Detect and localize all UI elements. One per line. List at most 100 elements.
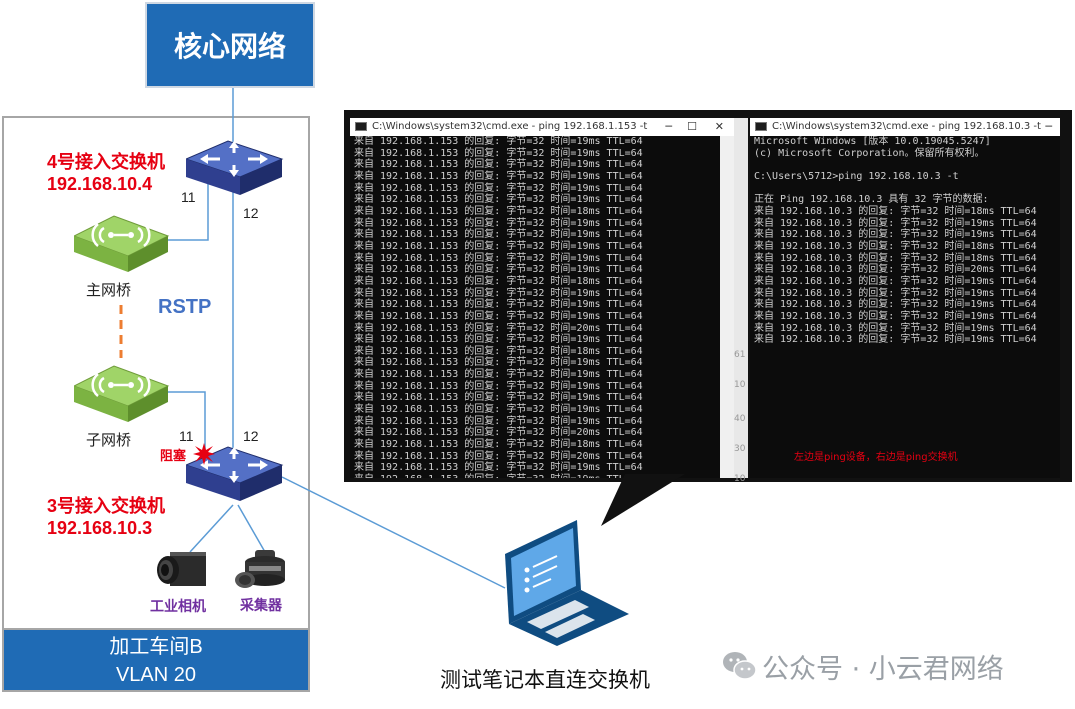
switch-top-ip: 192.168.10.4 xyxy=(47,174,153,194)
sub-bridge-icon[interactable] xyxy=(74,360,170,428)
cmd-left-line: 来自 192.168.1.153 的回复: 字节=32 时间=19ms TTL=… xyxy=(354,369,643,381)
maximize-icon[interactable]: ☐ xyxy=(687,120,697,133)
callout-pointer xyxy=(601,474,685,526)
cmd-window-left[interactable]: C:\Windows\system32\cmd.exe - ping 192.1… xyxy=(350,118,734,478)
collector-label: 采集器 xyxy=(240,598,282,614)
camera-link xyxy=(189,504,234,553)
cmd-left-line: 来自 192.168.1.153 的回复: 字节=32 时间=19ms TTL=… xyxy=(354,287,643,299)
workshop-name: 加工车间B xyxy=(109,636,203,658)
cmd-left-line: 来自 192.168.1.153 的回复: 字节=32 时间=20ms TTL=… xyxy=(354,450,643,462)
cmd-left-titlebar[interactable]: C:\Windows\system32\cmd.exe - ping 192.1… xyxy=(350,118,734,136)
cmd-left-line: 来自 192.168.1.153 的回复: 字节=32 时间=19ms TTL=… xyxy=(354,170,643,182)
cmd-right-titlebar[interactable]: C:\Windows\system32\cmd.exe - ping 192.1… xyxy=(750,118,1060,136)
cmd-left-line: 来自 192.168.1.153 的回复: 字节=32 时间=19ms TTL=… xyxy=(354,299,643,311)
camera-icon[interactable] xyxy=(156,548,208,590)
cmd-left-line: 来自 192.168.1.153 的回复: 字节=32 时间=19ms TTL=… xyxy=(354,240,643,252)
laptop-icon[interactable] xyxy=(493,518,633,646)
cmd-right-line: 来自 192.168.10.3 的回复: 字节=32 时间=19ms TTL=6… xyxy=(754,287,1037,299)
rstp-label: RSTP xyxy=(158,296,212,318)
cmd-left-line: 来自 192.168.1.153 的回复: 字节=32 时间=18ms TTL=… xyxy=(354,205,643,217)
side-number: 40 xyxy=(734,414,746,424)
cmd-right-line xyxy=(754,183,1060,195)
cmd-window-right[interactable]: C:\Windows\system32\cmd.exe - ping 192.1… xyxy=(750,118,1060,478)
cmd-left-line: 来自 192.168.1.153 的回复: 字节=32 时间=19ms TTL=… xyxy=(354,392,643,404)
cmd-left-line: 来自 192.168.1.153 的回复: 字节=32 时间=19ms TTL=… xyxy=(354,264,643,276)
switch-top-name: 4号接入交换机 xyxy=(47,152,166,172)
cmd-left-line: 来自 192.168.1.153 的回复: 字节=32 时间=19ms TTL=… xyxy=(354,136,643,147)
cmd-left-line: 来自 192.168.1.153 的回复: 字节=32 时间=19ms TTL=… xyxy=(354,217,643,229)
cmd-note: 左边是ping设备，右边是ping交换机 xyxy=(794,452,958,463)
cmd-right-title: C:\Windows\system32\cmd.exe - ping 192.1… xyxy=(772,121,1041,132)
side-number: 10 xyxy=(734,474,746,484)
side-number: 10 xyxy=(734,380,746,390)
cmd-right-line: 来自 192.168.10.3 的回复: 字节=32 时间=19ms TTL=6… xyxy=(754,217,1037,229)
blocked-label: 阻塞 xyxy=(160,448,187,463)
cmd-left-line: 来自 192.168.1.153 的回复: 字节=32 时间=19ms TTL=… xyxy=(354,380,643,392)
cmd-right-line: 来自 192.168.10.3 的回复: 字节=32 时间=19ms TTL=6… xyxy=(754,229,1037,241)
side-number: 61 xyxy=(734,350,746,360)
cmd-icon xyxy=(355,122,367,131)
cmd-right-line: Microsoft Windows [版本 10.0.19045.5247] xyxy=(754,136,991,147)
collector-icon[interactable] xyxy=(233,548,299,592)
cmd-right-line: (c) Microsoft Corporation。保留所有权利。 xyxy=(754,147,985,159)
switch-bottom-port-12: 12 xyxy=(243,428,259,444)
cmd-left-line: 来自 192.168.1.153 的回复: 字节=32 时间=18ms TTL=… xyxy=(354,275,643,287)
blocked-port-icon xyxy=(193,443,215,465)
switch-bottom-port-11: 11 xyxy=(179,428,194,444)
cmd-icon-right xyxy=(755,122,767,131)
laptop-link xyxy=(281,476,506,589)
cmd-left-line: 来自 192.168.1.153 的回复: 字节=32 时间=19ms TTL=… xyxy=(354,357,643,369)
cmd-right-line: 来自 192.168.10.3 的回复: 字节=32 时间=18ms TTL=6… xyxy=(754,240,1037,252)
cmd-right-line: 正在 Ping 192.168.10.3 具有 32 字节的数据: xyxy=(754,194,989,206)
laptop-caption: 测试笔记本直连交换机 xyxy=(440,668,650,692)
core-network-box: 核心网络 xyxy=(145,2,315,88)
wechat-icon xyxy=(723,652,757,680)
cmd-left-line: 来自 192.168.1.153 的回复: 字节=32 时间=19ms TTL=… xyxy=(354,310,643,322)
main-bridge-link xyxy=(168,172,209,241)
cmd-left-scrollbar[interactable] xyxy=(720,136,734,478)
close-icon[interactable]: ✕ xyxy=(714,120,724,133)
camera-label: 工业相机 xyxy=(150,599,206,615)
cmd-left-line: 来自 192.168.1.153 的回复: 字节=32 时间=19ms TTL=… xyxy=(354,194,643,206)
cmd-right-line: 来自 192.168.10.3 的回复: 字节=32 时间=19ms TTL=6… xyxy=(754,322,1037,334)
cmd-right-line: 来自 192.168.10.3 的回复: 字节=32 时间=18ms TTL=6… xyxy=(754,252,1037,264)
minimize-icon[interactable]: ─ xyxy=(665,120,672,133)
core-network-label: 核心网络 xyxy=(173,30,286,63)
cmd-left-line: 来自 192.168.1.153 的回复: 字节=32 时间=19ms TTL=… xyxy=(354,404,643,416)
cmd-left-line: 来自 192.168.1.153 的回复: 字节=32 时间=18ms TTL=… xyxy=(354,439,643,451)
switch-top-port-12: 12 xyxy=(243,205,259,221)
cmd-left-line: 来自 192.168.1.153 的回复: 字节=32 时间=19ms TTL=… xyxy=(354,159,643,171)
switch-top-icon[interactable] xyxy=(186,137,284,197)
switch-top-port-11: 11 xyxy=(181,189,196,205)
cmd-right-line: C:\Users\5712>ping 192.168.10.3 -t xyxy=(754,170,959,182)
minimize-icon-right[interactable]: ─ xyxy=(1045,120,1052,133)
watermark-text: 公众号 · 小云君网络 xyxy=(762,654,1004,685)
cmd-right-line: 来自 192.168.10.3 的回复: 字节=32 时间=19ms TTL=6… xyxy=(754,275,1037,287)
cmd-left-line: 来自 192.168.1.153 的回复: 字节=32 时间=20ms TTL=… xyxy=(354,427,643,439)
main-bridge-icon[interactable] xyxy=(74,210,170,278)
cmd-screenshot-frame: C:\Windows\system32\cmd.exe - ping 192.1… xyxy=(344,110,1072,484)
switch-bottom-icon[interactable] xyxy=(186,443,284,503)
cmd-left-line: 来自 192.168.1.153 的回复: 字节=32 时间=19ms TTL=… xyxy=(354,334,643,346)
switch-bottom-ip: 192.168.10.3 xyxy=(47,518,153,538)
sub-bridge-link xyxy=(168,391,206,455)
cmd-right-line: 来自 192.168.10.3 的回复: 字节=32 时间=20ms TTL=6… xyxy=(754,264,1037,276)
cmd-left-line: 来自 192.168.1.153 的回复: 字节=32 时间=19ms TTL=… xyxy=(354,147,643,159)
cmd-left-line: 来自 192.168.1.153 的回复: 字节=32 时间=19ms TTL=… xyxy=(354,252,643,264)
workshop-label: 加工车间B VLAN 20 xyxy=(2,628,310,692)
cmd-right-line: 来自 192.168.10.3 的回复: 字节=32 时间=18ms TTL=6… xyxy=(754,205,1037,217)
sub-bridge-label: 子网桥 xyxy=(86,431,132,449)
cmd-right-line: 来自 192.168.10.3 的回复: 字节=32 时间=19ms TTL=6… xyxy=(754,299,1037,311)
cmd-left-line: 来自 192.168.1.153 的回复: 字节=32 时间=19ms TTL=… xyxy=(354,182,643,194)
collector-link xyxy=(237,504,266,553)
cmd-left-title: C:\Windows\system32\cmd.exe - ping 192.1… xyxy=(372,121,648,132)
cmd-right-output: Microsoft Windows [版本 10.0.19045.5247](c… xyxy=(750,136,1060,346)
switch-bottom-name: 3号接入交换机 xyxy=(47,496,166,516)
cmd-left-line: 来自 192.168.1.153 的回复: 字节=32 时间=19ms TTL=… xyxy=(354,462,643,474)
cmd-left-line: 来自 192.168.1.153 的回复: 字节=32 时间=19ms TTL=… xyxy=(354,229,643,241)
workshop-vlan: VLAN 20 xyxy=(115,664,197,686)
cmd-right-line xyxy=(754,159,1060,171)
cmd-left-output: 来自 192.168.1.153 的回复: 字节=32 时间=19ms TTL=… xyxy=(350,136,734,478)
cmd-left-line: 来自 192.168.1.153 的回复: 字节=32 时间=19ms TTL=… xyxy=(354,415,643,427)
